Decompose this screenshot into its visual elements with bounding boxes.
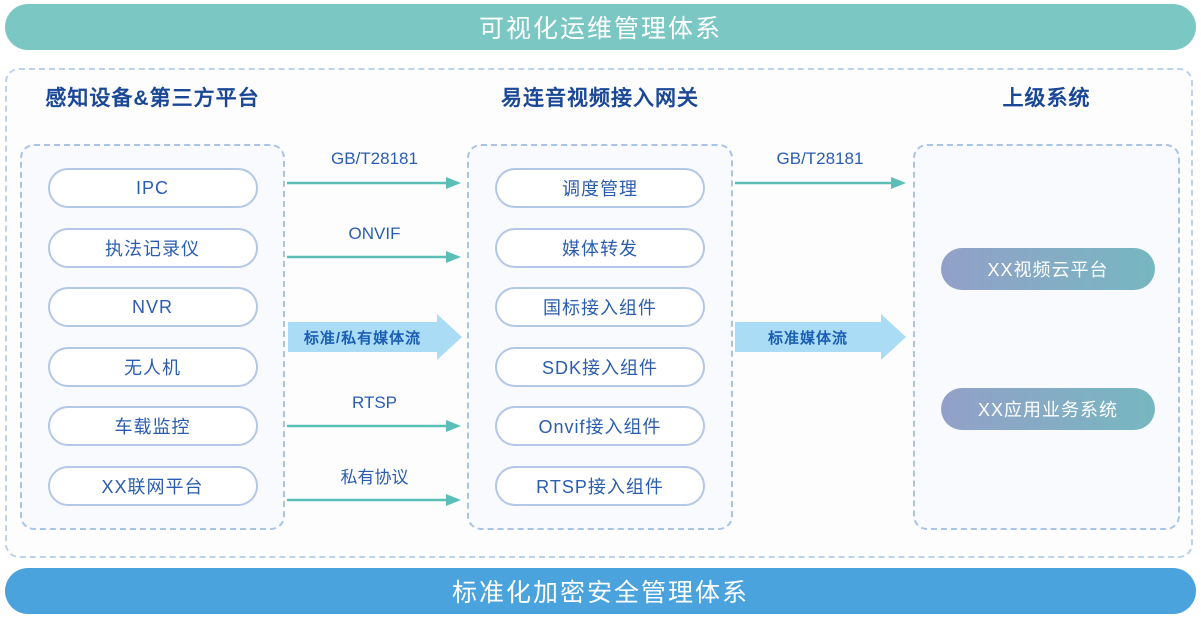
bottom-banner: 标准化加密安全管理体系 (5, 568, 1196, 614)
media-flow-arrow-right-body: 标准媒体流 (735, 322, 881, 352)
gateway-item-sdk-access: SDK接入组件 (495, 346, 705, 387)
top-banner: 可视化运维管理体系 (5, 4, 1196, 50)
gateway-item-gb-access: 国标接入组件 (495, 287, 705, 328)
label-rtsp: RTSP (351, 393, 398, 412)
label-onvif: ONVIF (348, 224, 401, 243)
media-flow-label-left: 标准/私有媒体流 (303, 329, 422, 347)
media-flow-arrow-left: 标准/私有媒体流 (288, 314, 462, 360)
device-item-nvr: NVR (47, 287, 258, 328)
device-item-drone: 无人机 (47, 346, 258, 387)
device-item-xx-network-platform: XX联网平台 (47, 465, 258, 506)
devices-panel: IPC 执法记录仪 NVR 无人机 车载监控 XX联网平台 (20, 144, 285, 530)
label-gbt28181-right: GB/T28181 (776, 149, 864, 168)
upstream-column-title: 上级系统 (1002, 87, 1091, 110)
upstream-item-business-system: XX应用业务系统 (941, 388, 1155, 430)
arrow-onvif (287, 251, 461, 263)
label-private-protocol: 私有协议 (340, 468, 409, 487)
label-gbt28181-left: GB/T28181 (331, 149, 418, 168)
gateway-item-dispatch: 调度管理 (495, 168, 705, 208)
upstream-panel: XX视频云平台 XX应用业务系统 (913, 144, 1180, 530)
devices-pill-stack: IPC 执法记录仪 NVR 无人机 车载监控 XX联网平台 (22, 146, 283, 528)
arrow-private-protocol (287, 494, 461, 506)
upstream-item-video-cloud: XX视频云平台 (941, 248, 1155, 290)
device-item-vehicle-monitor: 车载监控 (47, 406, 258, 447)
media-flow-arrow-left-body: 标准/私有媒体流 (288, 322, 437, 352)
media-flow-arrowhead-right (881, 314, 906, 360)
media-flow-arrow-right: 标准媒体流 (735, 314, 906, 360)
gateway-item-media-forward: 媒体转发 (495, 227, 705, 268)
arrow-gbt28181-right (735, 177, 906, 189)
gateway-item-onvif-access: Onvif接入组件 (495, 406, 705, 447)
arrow-rtsp (287, 420, 461, 432)
gateway-column-title: 易连音视频接入网关 (501, 87, 699, 110)
gateway-panel: 调度管理 媒体转发 国标接入组件 SDK接入组件 Onvif接入组件 RTSP接… (467, 144, 733, 530)
arrow-gbt28181-left (287, 177, 461, 189)
device-item-bodycam: 执法记录仪 (47, 227, 258, 268)
media-flow-label-right: 标准媒体流 (767, 329, 848, 347)
devices-column-title: 感知设备&第三方平台 (45, 87, 260, 110)
gateway-pill-stack: 调度管理 媒体转发 国标接入组件 SDK接入组件 Onvif接入组件 RTSP接… (469, 146, 731, 528)
device-item-ipc: IPC (47, 168, 258, 208)
media-flow-arrowhead-left (437, 314, 462, 360)
gateway-item-rtsp-access: RTSP接入组件 (495, 465, 705, 506)
